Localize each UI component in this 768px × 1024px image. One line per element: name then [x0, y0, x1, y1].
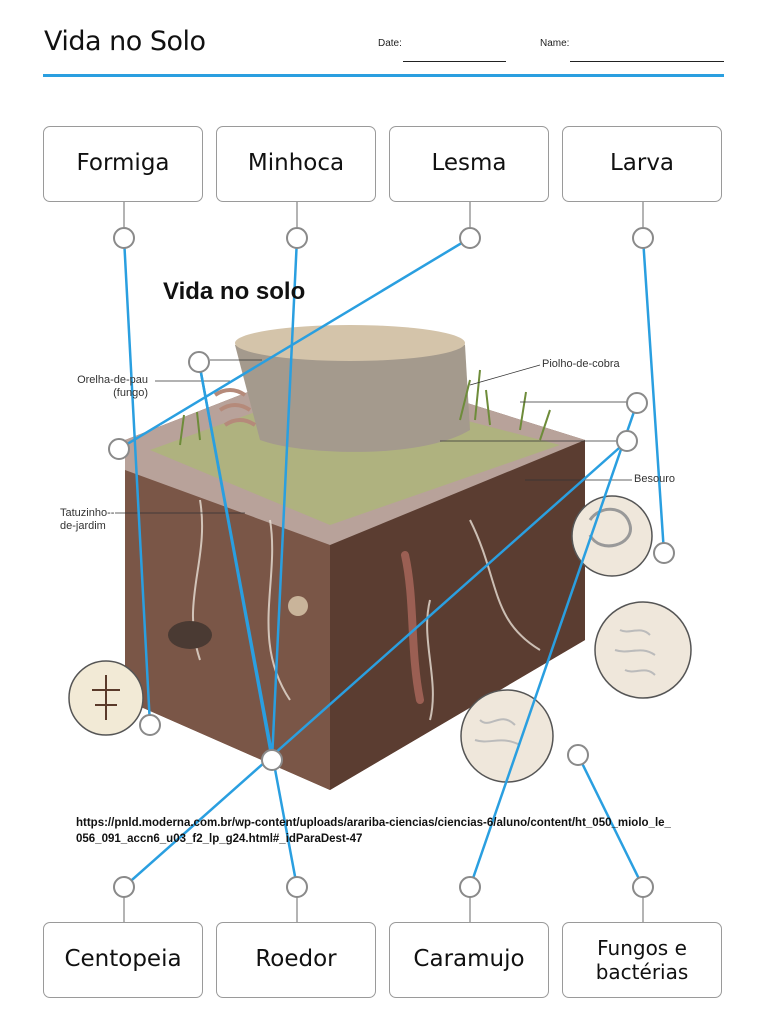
- dot-target-larva[interactable]: [654, 543, 674, 563]
- dot-minhoca-top[interactable]: [287, 228, 307, 248]
- illustration-title: Vida no solo: [163, 278, 305, 306]
- dot-target-orelha[interactable]: [109, 439, 129, 459]
- dot-roedor-bottom[interactable]: [287, 877, 307, 897]
- dot-centopeia-bottom[interactable]: [114, 877, 134, 897]
- dot-caramujo-bottom[interactable]: [460, 877, 480, 897]
- dot-larva-top[interactable]: [633, 228, 653, 248]
- source-url[interactable]: https://pnld.moderna.com.br/wp-content/u…: [76, 816, 676, 847]
- dot-target-fungos[interactable]: [568, 745, 588, 765]
- callout-tatuzinho: Tatuzinho--de-jardim: [60, 507, 116, 532]
- dot-target-minhoca[interactable]: [262, 750, 282, 770]
- callout-besouro: Besouro: [634, 473, 675, 486]
- callout-piolho-de-cobra: Piolho-de-cobra: [542, 358, 620, 371]
- line-larva: [643, 238, 664, 553]
- dot-fungos-bottom[interactable]: [633, 877, 653, 897]
- dot-target-caramujo[interactable]: [627, 393, 647, 413]
- bacteria-magnifier-icon: [461, 690, 553, 782]
- callout-orelha-de-pau: Orelha-de-pau (fungo): [66, 374, 148, 399]
- dot-target-piolho[interactable]: [617, 431, 637, 451]
- dot-lesma-top[interactable]: [460, 228, 480, 248]
- dot-formiga-top[interactable]: [114, 228, 134, 248]
- dot-target-formiga[interactable]: [140, 715, 160, 735]
- dot-target-roedor[interactable]: [189, 352, 209, 372]
